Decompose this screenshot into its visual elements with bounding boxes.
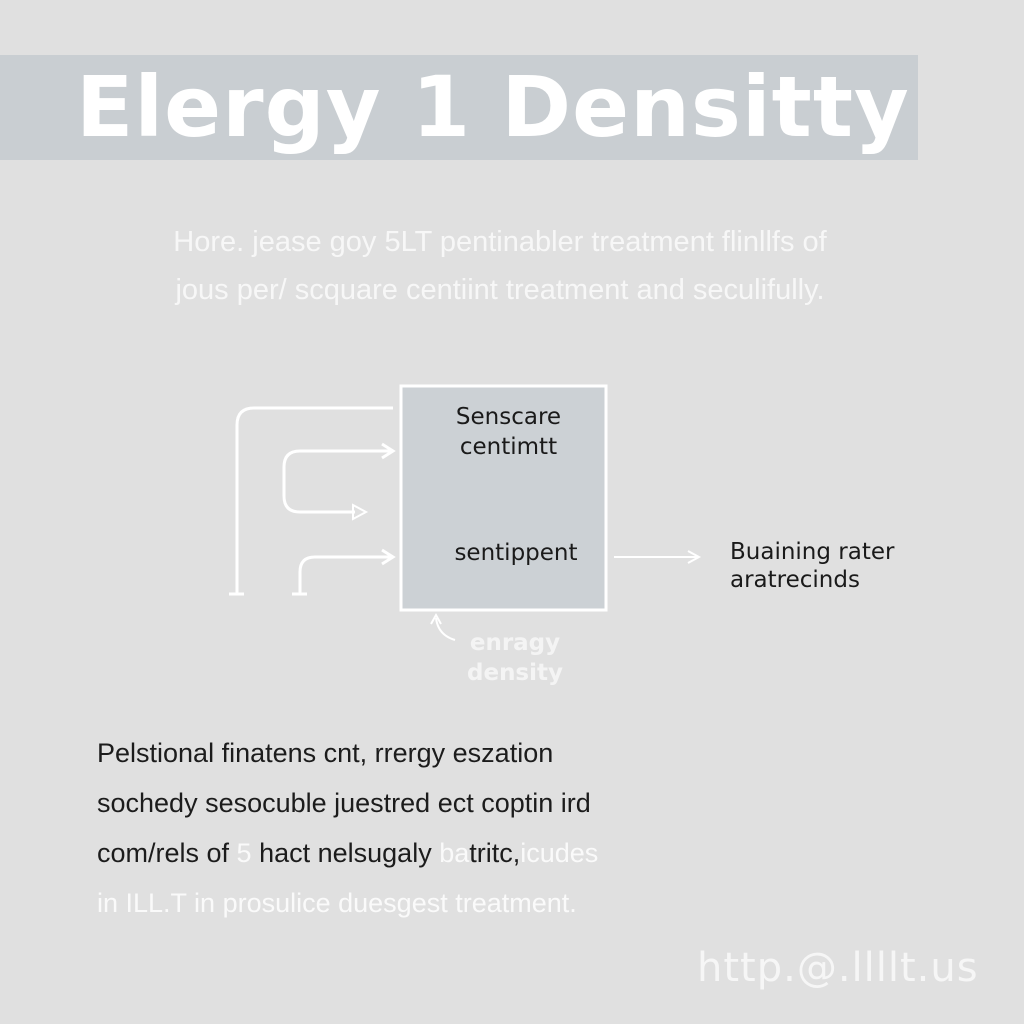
page-title: Elergy 1 Densitty (76, 58, 910, 156)
box-label-top: Senscare centimtt (401, 402, 616, 462)
body-text-span: tritc, (469, 838, 521, 868)
feedback-line-outer (235, 406, 393, 594)
process-box (399, 384, 608, 612)
loop-line (282, 449, 393, 514)
body-line-2: sochedy sesocuble juestred ect coptin ir… (97, 788, 591, 818)
arrow-right-icon (381, 442, 396, 460)
energy-density-annotation: enragy density (445, 628, 585, 688)
input-line (298, 555, 393, 594)
arrow-right-icon (381, 548, 396, 566)
body-line-3: com/rels of 5 hact nelsugaly batritc,icu… (97, 828, 598, 878)
annotation-line-1: enragy (469, 630, 561, 656)
box-label-top-line-1: Senscare (455, 404, 562, 430)
intro-line-1: Hore. jease goy 5LT pentinabler treatmen… (173, 226, 827, 258)
output-label-line-2: aratrecinds (730, 567, 860, 593)
body-line-4: in ILL.T in prosulice duesgest treatment… (97, 888, 577, 918)
body-line-1: Pelstional finatens cnt, rrergy eszation (97, 738, 554, 768)
output-label: Buaining rater aratrecinds (730, 538, 894, 594)
body-text-span: hact nelsugaly (251, 838, 440, 868)
annotation-arrow-icon (435, 617, 456, 641)
intro-paragraph: Hore. jease goy 5LT pentinabler treatmen… (0, 218, 1000, 314)
footer-url[interactable]: http.@.llllt.us (697, 945, 979, 991)
box-label-top-line-2: centimtt (459, 434, 558, 460)
arrow-up-icon (430, 612, 442, 625)
body-text-highlight: ba (439, 838, 470, 868)
body-paragraph: Pelstional finatens cnt, rrergy eszation… (97, 728, 598, 928)
arrow-right-icon (687, 550, 702, 564)
output-label-line-1: Buaining rater (730, 539, 895, 565)
annotation-line-2: density (467, 660, 563, 686)
title-band (0, 55, 918, 160)
body-text-highlight: icudes (520, 838, 599, 868)
intro-line-2: jous per/ scquare centiint treatment and… (175, 274, 825, 306)
box-label-bottom: sentippent (454, 540, 578, 566)
body-text-highlight: 5 (236, 838, 252, 868)
arrow-hollow-icon (352, 503, 369, 521)
body-text-span: com/rels of (97, 838, 237, 868)
